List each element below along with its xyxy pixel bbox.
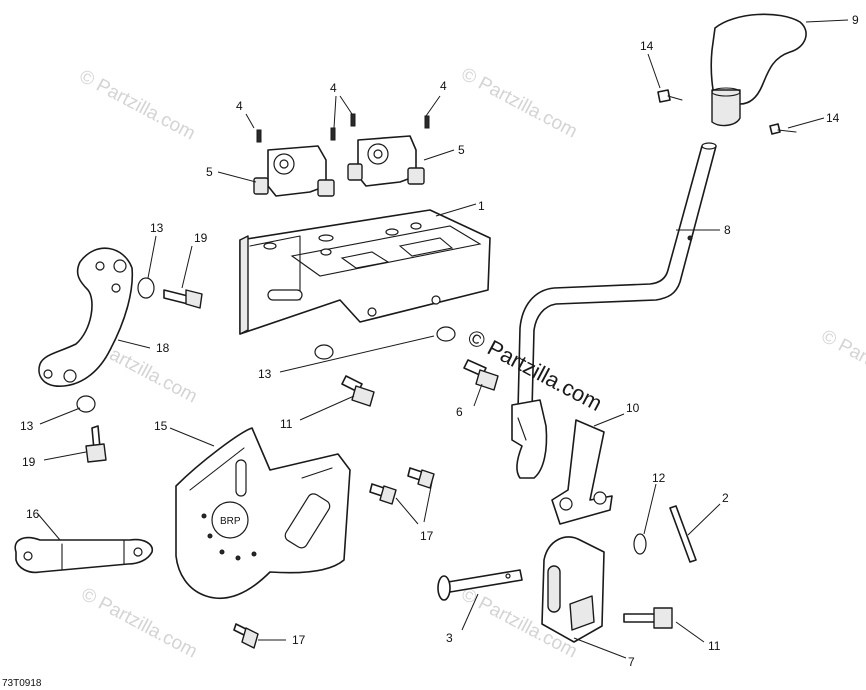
callout-13a: 13 xyxy=(150,221,164,235)
pivot-block-right xyxy=(347,135,425,187)
side-plate xyxy=(38,247,134,387)
watermark-text: © Partzilla.com xyxy=(76,66,199,145)
shift-lever xyxy=(511,142,717,479)
callout-4c: 4 xyxy=(440,79,447,93)
callout-5b: 5 xyxy=(458,143,465,157)
leader-lines xyxy=(37,19,849,659)
strap xyxy=(14,536,154,574)
shift-knob xyxy=(710,13,807,127)
callout-14a: 14 xyxy=(640,39,654,53)
callout-4a: 4 xyxy=(236,99,243,113)
pivot-block-left xyxy=(253,145,335,197)
bolts-19 xyxy=(85,289,203,463)
watermark-text: © Partzilla.com xyxy=(458,64,581,143)
callout-11b: 11 xyxy=(708,639,721,653)
callout-16: 16 xyxy=(26,507,40,521)
link-bracket xyxy=(551,419,613,525)
screws-17 xyxy=(233,467,435,649)
callout-5a: 5 xyxy=(206,165,213,179)
callout-12: 12 xyxy=(652,471,666,485)
callout-19a: 19 xyxy=(194,231,208,245)
callout-labels: 1 2 3 4 4 4 5 5 6 7 8 9 10 11 11 12 13 1… xyxy=(20,13,859,669)
washers-13 xyxy=(76,277,456,413)
housing-logo: BRP xyxy=(220,516,241,527)
callout-17a: 17 xyxy=(420,529,434,543)
clevis-7 xyxy=(541,536,605,643)
callout-2: 2 xyxy=(722,491,729,505)
callout-18: 18 xyxy=(156,341,170,355)
watermark-text: © Partzilla.com xyxy=(78,584,201,663)
callout-7: 7 xyxy=(628,655,635,669)
bolts-11 xyxy=(341,375,673,629)
mount-bracket xyxy=(239,209,491,335)
cotter-pin-2 xyxy=(669,505,697,563)
screws-14 xyxy=(657,89,797,135)
selector-housing: BRP xyxy=(175,427,351,600)
callout-11a: 11 xyxy=(280,417,293,431)
washer-12 xyxy=(633,533,647,555)
callout-15: 15 xyxy=(154,419,168,433)
callout-13b: 13 xyxy=(258,367,272,381)
callout-1: 1 xyxy=(478,199,485,213)
callout-6: 6 xyxy=(456,405,463,419)
callout-19b: 19 xyxy=(22,455,36,469)
callout-3: 3 xyxy=(446,631,453,645)
callout-10: 10 xyxy=(626,401,640,415)
callout-4b: 4 xyxy=(330,81,337,95)
callout-8: 8 xyxy=(724,223,731,237)
watermark-text: © Partzilla.com xyxy=(818,326,866,405)
callout-14b: 14 xyxy=(826,111,840,125)
callout-13c: 13 xyxy=(20,419,34,433)
pivot-pin-3 xyxy=(437,569,523,601)
callout-9: 9 xyxy=(852,13,859,27)
screws-4 xyxy=(256,113,430,143)
callout-17b: 17 xyxy=(292,633,306,647)
drawing-code: 73T0918 xyxy=(2,678,42,689)
